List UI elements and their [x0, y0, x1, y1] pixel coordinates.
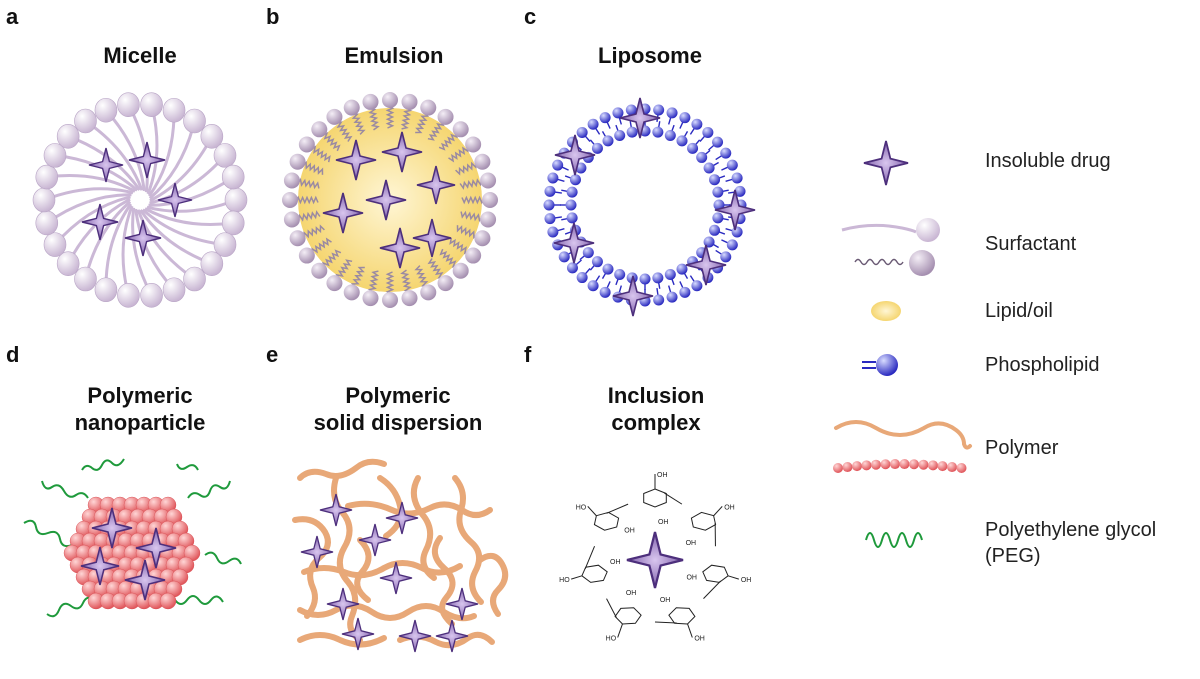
- oil-droplet-icon: [871, 301, 901, 321]
- title-line: complex: [611, 410, 701, 435]
- legend-label-polymer: Polymer: [985, 437, 1059, 459]
- phospholipid-icon: [862, 354, 898, 376]
- emulsion-illustration: [282, 92, 498, 308]
- panel-title-inclusion-complex: Inclusion complex: [556, 382, 756, 436]
- svg-text:OH: OH: [694, 635, 705, 642]
- svg-text:OH: OH: [686, 574, 697, 581]
- liposome-illustration: [543, 97, 756, 317]
- svg-text:OH: OH: [624, 527, 635, 534]
- svg-text:HO: HO: [576, 504, 587, 511]
- panel-letter-f: f: [524, 342, 532, 367]
- svg-text:HO: HO: [606, 635, 617, 642]
- svg-text:OH: OH: [657, 472, 668, 479]
- panel-title-emulsion: Emulsion: [344, 43, 444, 68]
- title-line: solid dispersion: [313, 410, 483, 435]
- legend-label-lipid-oil: Lipid/oil: [985, 300, 1053, 322]
- solid-dispersion-illustration: [292, 458, 509, 653]
- polymeric-nanoparticle-illustration: [23, 458, 242, 618]
- panel-letter-c: c: [524, 4, 537, 29]
- legend: [833, 140, 972, 548]
- title-line: nanoparticle: [74, 410, 206, 435]
- svg-text:OH: OH: [610, 559, 621, 566]
- svg-text:OH: OH: [626, 590, 637, 597]
- polymer-icon: [833, 420, 972, 473]
- legend-line: Polyethylene glycol: [985, 519, 1157, 541]
- legend-label-insoluble-drug: Insoluble drug: [985, 150, 1111, 172]
- legend-label-peg: Polyethylene glycol (PEG): [985, 517, 1156, 569]
- panel-letter-d: d: [6, 342, 20, 367]
- svg-text:OH: OH: [741, 577, 752, 584]
- panel-title-micelle: Micelle: [103, 43, 177, 68]
- title-line: Polymeric: [345, 383, 451, 408]
- svg-text:OH: OH: [658, 519, 669, 526]
- legend-line: (PEG): [985, 545, 1041, 567]
- legend-label-phospholipid: Phospholipid: [985, 354, 1100, 376]
- svg-text:OH: OH: [686, 540, 697, 547]
- micelle-illustration: [32, 92, 248, 308]
- panel-title-polymeric-solid-dispersion: Polymeric solid dispersion: [278, 382, 518, 436]
- panel-letter-a: a: [6, 4, 19, 29]
- svg-text:HO: HO: [559, 577, 570, 584]
- peg-chains: [23, 458, 242, 618]
- title-line: Polymeric: [87, 383, 193, 408]
- panel-letter-e: e: [266, 342, 279, 367]
- svg-text:OH: OH: [660, 597, 671, 604]
- panel-title-liposome: Liposome: [598, 43, 702, 68]
- peg-icon: [865, 532, 923, 548]
- inclusion-complex-illustration: OH OH OH OH OH OH OH OH HO OH HO OH HO OH: [559, 472, 751, 642]
- panel-title-polymeric-nanoparticle: Polymeric nanoparticle: [40, 382, 240, 436]
- surfactant-icon: [841, 218, 940, 276]
- legend-label-surfactant: Surfactant: [985, 233, 1077, 255]
- star-icon: [863, 140, 909, 186]
- svg-text:OH: OH: [724, 504, 735, 511]
- title-line: Inclusion: [607, 383, 705, 408]
- panel-letter-b: b: [266, 4, 280, 29]
